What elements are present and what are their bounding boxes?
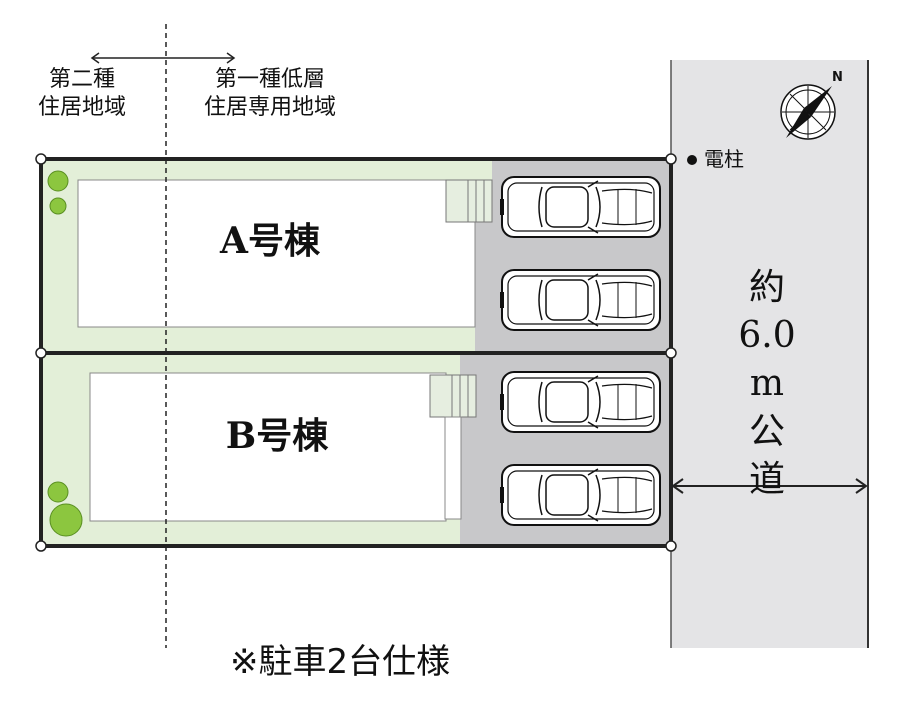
lot-b-walkway (444, 416, 462, 520)
car-b2 (499, 464, 661, 526)
road-label-line1: 約 (748, 267, 785, 308)
north-compass-icon (780, 84, 836, 140)
car-b1 (499, 371, 661, 433)
parking-note: ※駐車2台仕様 (230, 642, 451, 682)
entrance-steps-a (445, 179, 493, 223)
building-a-footprint (77, 179, 476, 328)
compass-north-letter: N (832, 70, 843, 85)
zone-left-line2: 住居地域 (37, 95, 126, 120)
car-a1 (499, 176, 661, 238)
car-a2 (499, 269, 661, 331)
zone-right-line2: 住居専用地域 (203, 95, 336, 120)
utility-pole-marker (687, 155, 697, 165)
road-width-arrow (671, 478, 868, 494)
public-road (671, 60, 868, 648)
building-b-footprint (89, 372, 447, 522)
zone-label-left: 第二種 住居地域 (22, 66, 142, 122)
utility-pole-label: 電柱 (704, 147, 744, 171)
zone-label-right: 第一種低層 住居専用地域 (180, 66, 360, 122)
entrance-steps-b (429, 374, 477, 418)
road-width-label: 約 6.0 m 公 道 (722, 264, 812, 504)
road-label-line5: 道 (748, 459, 785, 500)
lot-a-parking-step (475, 205, 495, 353)
boundary-markers (35, 153, 677, 552)
zone-left-line1: 第二種 (48, 67, 115, 92)
shrubs (47, 170, 83, 537)
building-a-label: A号棟 (220, 220, 320, 262)
road-label-line4: 公 (748, 411, 785, 452)
road-label-line3: m (749, 363, 785, 404)
zone-right-line1: 第一種低層 (214, 67, 325, 92)
zoning-arrow (90, 52, 236, 64)
road-label-line2: 6.0 (738, 315, 796, 356)
building-b-label: B号棟 (225, 415, 329, 457)
